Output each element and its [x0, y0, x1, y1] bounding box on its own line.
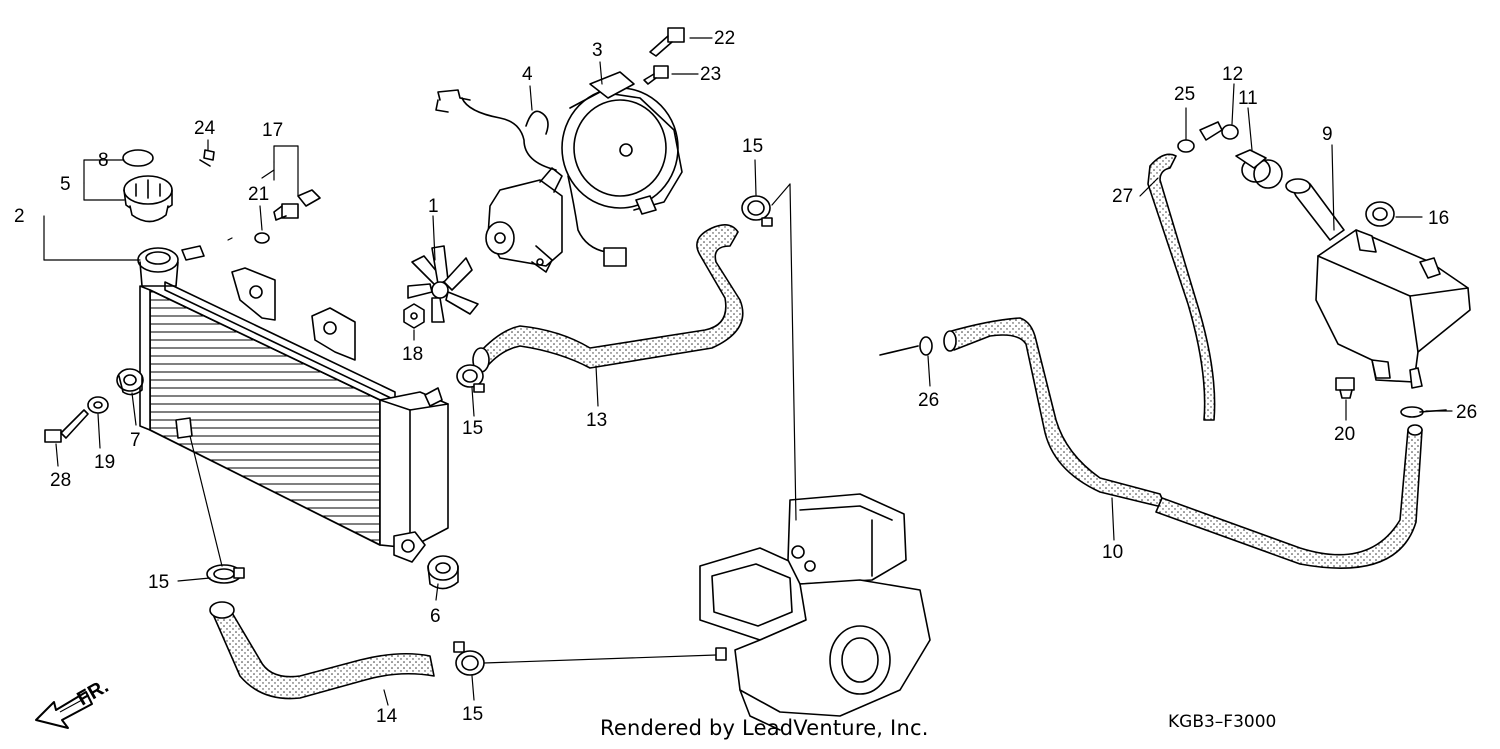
- callout-14: 14: [376, 706, 398, 727]
- callout-17: 17: [262, 120, 283, 141]
- hose-10b-part: [1155, 429, 1423, 569]
- hose-clamp-15a-part: [741, 195, 773, 227]
- callout-23: 23: [700, 64, 721, 85]
- callout-18: 18: [402, 344, 423, 365]
- callout-24: 24: [194, 118, 216, 139]
- clip-26b-part: [1400, 406, 1447, 418]
- bolt-23-part: [643, 65, 669, 85]
- radiator-cap-part: [123, 175, 173, 223]
- cap-plate-part: [122, 149, 154, 167]
- callout-20: 20: [1334, 424, 1355, 445]
- callout-19: 19: [94, 452, 115, 473]
- fan-motor-part: [485, 167, 563, 273]
- clip-26a-part: [879, 336, 933, 356]
- bolt-20-part: [1335, 377, 1355, 399]
- callout-26b: 26: [1456, 402, 1477, 423]
- callout-11: 11: [1238, 88, 1258, 109]
- callout-4: 4: [522, 64, 533, 85]
- callout-22: 22: [714, 28, 735, 49]
- callout-9: 9: [1322, 124, 1333, 145]
- collar-19-part: [87, 396, 109, 414]
- hose-13-part: [477, 224, 744, 371]
- grommet-6-part: [427, 555, 459, 590]
- front-direction-arrow: FR.: [35, 675, 112, 729]
- radiator-part: [139, 267, 449, 563]
- hose-clamp-15d-part: [453, 641, 485, 676]
- grommet-16-part: [1365, 201, 1395, 227]
- callout-12: 12: [1222, 64, 1243, 85]
- callout-7: 7: [130, 430, 141, 451]
- fan-blade-part: [407, 245, 479, 323]
- wire-harness-part: [435, 89, 627, 267]
- callout-10: 10: [1102, 542, 1123, 563]
- callout-15c: 15: [148, 572, 169, 593]
- engine-part: [699, 493, 931, 731]
- callout-6: 6: [430, 606, 441, 627]
- callout-15d: 15: [462, 704, 483, 725]
- hose-clamp-15b-part: [456, 364, 485, 393]
- render-credit: Rendered by LeadVenture, Inc.: [600, 716, 929, 740]
- hose-clamp-15c-part: [206, 564, 245, 584]
- callout-13: 13: [586, 410, 607, 431]
- hose-27-part: [1147, 153, 1216, 421]
- callout-27: 27: [1112, 186, 1133, 207]
- filler-neck-part: [137, 245, 205, 287]
- leader-lines: [189, 183, 797, 664]
- bolt-28-part: [44, 409, 89, 443]
- callout-8: 8: [98, 150, 109, 171]
- callout-25: 25: [1174, 84, 1195, 105]
- thermo-switch-part: [273, 189, 321, 221]
- tank-bolt-12-part: [1199, 121, 1239, 141]
- callout-1: 1: [428, 196, 439, 217]
- bolt-22-part: [649, 27, 685, 57]
- callout-5: 5: [60, 174, 71, 195]
- diagram-code: KGB3–F3000: [1168, 712, 1277, 732]
- fan-nut-part: [403, 303, 425, 329]
- callout-leaders: [43, 37, 1453, 706]
- hose-14-part: [211, 603, 435, 700]
- callout-2: 2: [14, 206, 25, 227]
- fan-shroud-part: [561, 71, 683, 215]
- grommet-7-part: [116, 368, 144, 396]
- callout-28: 28: [50, 470, 71, 491]
- callout-21: 21: [248, 184, 269, 205]
- callout-16: 16: [1428, 208, 1449, 229]
- hose-10-part: [947, 317, 1167, 509]
- callout-15b: 15: [462, 418, 483, 439]
- callout-15a: 15: [742, 136, 763, 157]
- cap-seal-part: [1235, 149, 1283, 189]
- callout-26a: 26: [918, 390, 939, 411]
- clip-25-part: [1177, 139, 1195, 153]
- callout-3: 3: [592, 40, 603, 61]
- reserve-tank-part: [1285, 178, 1471, 389]
